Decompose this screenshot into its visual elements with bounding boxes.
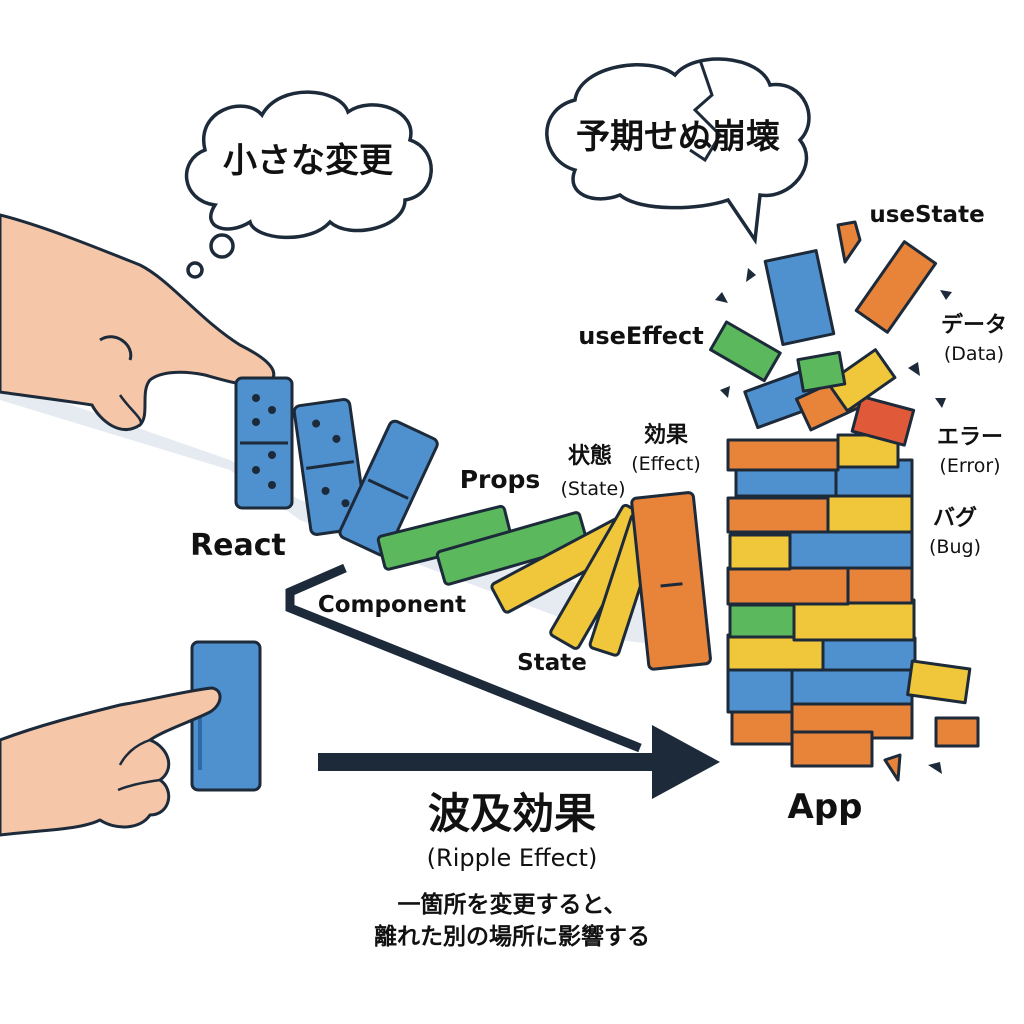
label-bug-jp: バグ xyxy=(933,505,977,531)
label-error-jp: エラー xyxy=(937,425,1003,450)
app-jenga-tower xyxy=(709,220,980,782)
right-bubble-text: 予期せぬ崩壊 xyxy=(576,117,780,157)
label-props: Props xyxy=(460,465,541,494)
left-thought-bubble: 小さな変更 xyxy=(184,90,433,279)
domino-row-start xyxy=(234,376,439,557)
orange-domino xyxy=(630,491,712,671)
label-error-en: (Error) xyxy=(939,455,1000,477)
label-state-en: (State) xyxy=(560,478,625,500)
label-app: App xyxy=(788,787,863,827)
lower-hand-icon xyxy=(0,686,222,837)
label-use-effect: useEffect xyxy=(578,322,703,350)
label-component: Component xyxy=(318,592,466,618)
right-speech-bubble: 予期せぬ崩壊 xyxy=(545,57,811,245)
upper-hand-icon xyxy=(0,213,276,431)
caption-title: 波及効果 xyxy=(428,789,596,838)
label-react: React xyxy=(190,528,286,563)
caption-subtitle: (Ripple Effect) xyxy=(427,844,598,872)
label-data-en: (Data) xyxy=(944,343,1004,365)
caption-line-1: 一箇所を変更すると、 xyxy=(397,891,626,918)
fallen-green-blocks xyxy=(376,504,589,586)
left-bubble-text: 小さな変更 xyxy=(223,141,394,181)
label-effect-jp: 効果 xyxy=(644,422,688,448)
label-use-state: useState xyxy=(869,202,984,228)
label-data-jp: データ xyxy=(941,312,1007,338)
ripple-arrow xyxy=(285,563,720,799)
label-effect-en: (Effect) xyxy=(631,453,701,475)
label-state: State xyxy=(517,650,587,676)
label-state-jp: 状態 xyxy=(568,443,612,469)
label-bug-en: (Bug) xyxy=(929,536,981,558)
caption-line-2: 離れた別の場所に影響する xyxy=(374,923,650,950)
